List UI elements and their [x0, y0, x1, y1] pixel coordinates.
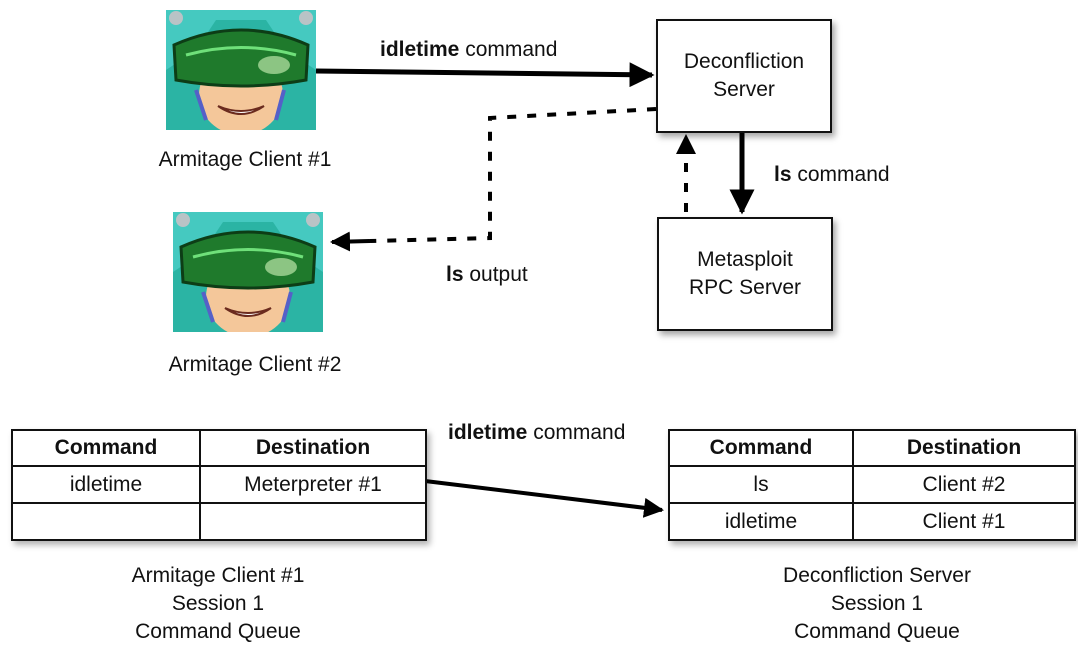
table-row: ls Client #2 — [668, 465, 1076, 504]
metasploit-rpc-server-box: Metasploit RPC Server — [657, 217, 833, 331]
idletime-command-label: idletime command — [380, 38, 558, 61]
ls-command-label: ls command — [774, 163, 890, 186]
armitage-client-2-avatar — [173, 212, 323, 337]
ls-output-label: ls output — [446, 263, 528, 286]
client-queue-caption: Armitage Client #1 Session 1 Command Que… — [131, 564, 305, 643]
table-cell: Client #2 — [852, 465, 1076, 504]
armitage-client-1-avatar — [166, 10, 316, 135]
server-queue-caption: Deconfliction Server Session 1 Command Q… — [783, 564, 971, 643]
table-cell: idletime — [668, 502, 854, 541]
client-command-queue-table: Command Destination idletime Meterpreter… — [11, 429, 427, 541]
table-row: idletime Meterpreter #1 — [11, 465, 427, 504]
table-header-row: Command Destination — [11, 429, 427, 467]
table-header-row: Command Destination — [668, 429, 1076, 467]
column-header: Destination — [199, 429, 427, 467]
idletime-arrow — [315, 62, 655, 88]
ls-output-path — [369, 107, 657, 243]
table-cell: idletime — [11, 465, 201, 504]
table-row — [11, 502, 427, 541]
ls-output-arrowhead — [330, 231, 371, 252]
table-cell — [199, 502, 427, 541]
table-cell: Meterpreter #1 — [199, 465, 427, 504]
server-command-queue-table: Command Destination ls Client #2 idletim… — [668, 429, 1076, 541]
column-header: Command — [668, 429, 854, 467]
table-cell: Client #1 — [852, 502, 1076, 541]
metasploit-rpc-server-label: Metasploit RPC Server — [688, 248, 802, 299]
deconfliction-server-box: Deconfliction Server — [656, 19, 832, 133]
queue-transfer-label: idletime command — [448, 421, 626, 444]
column-header: Destination — [852, 429, 1076, 467]
deconfliction-server-label: Deconfliction Server — [683, 50, 805, 101]
client-1-caption: Armitage Client #1 — [158, 148, 332, 171]
queue-transfer-arrow — [424, 479, 664, 518]
table-cell: ls — [668, 465, 854, 504]
table-cell — [11, 502, 201, 541]
column-header: Command — [11, 429, 201, 467]
client-2-caption: Armitage Client #2 — [168, 353, 342, 376]
table-row: idletime Client #1 — [668, 502, 1076, 541]
